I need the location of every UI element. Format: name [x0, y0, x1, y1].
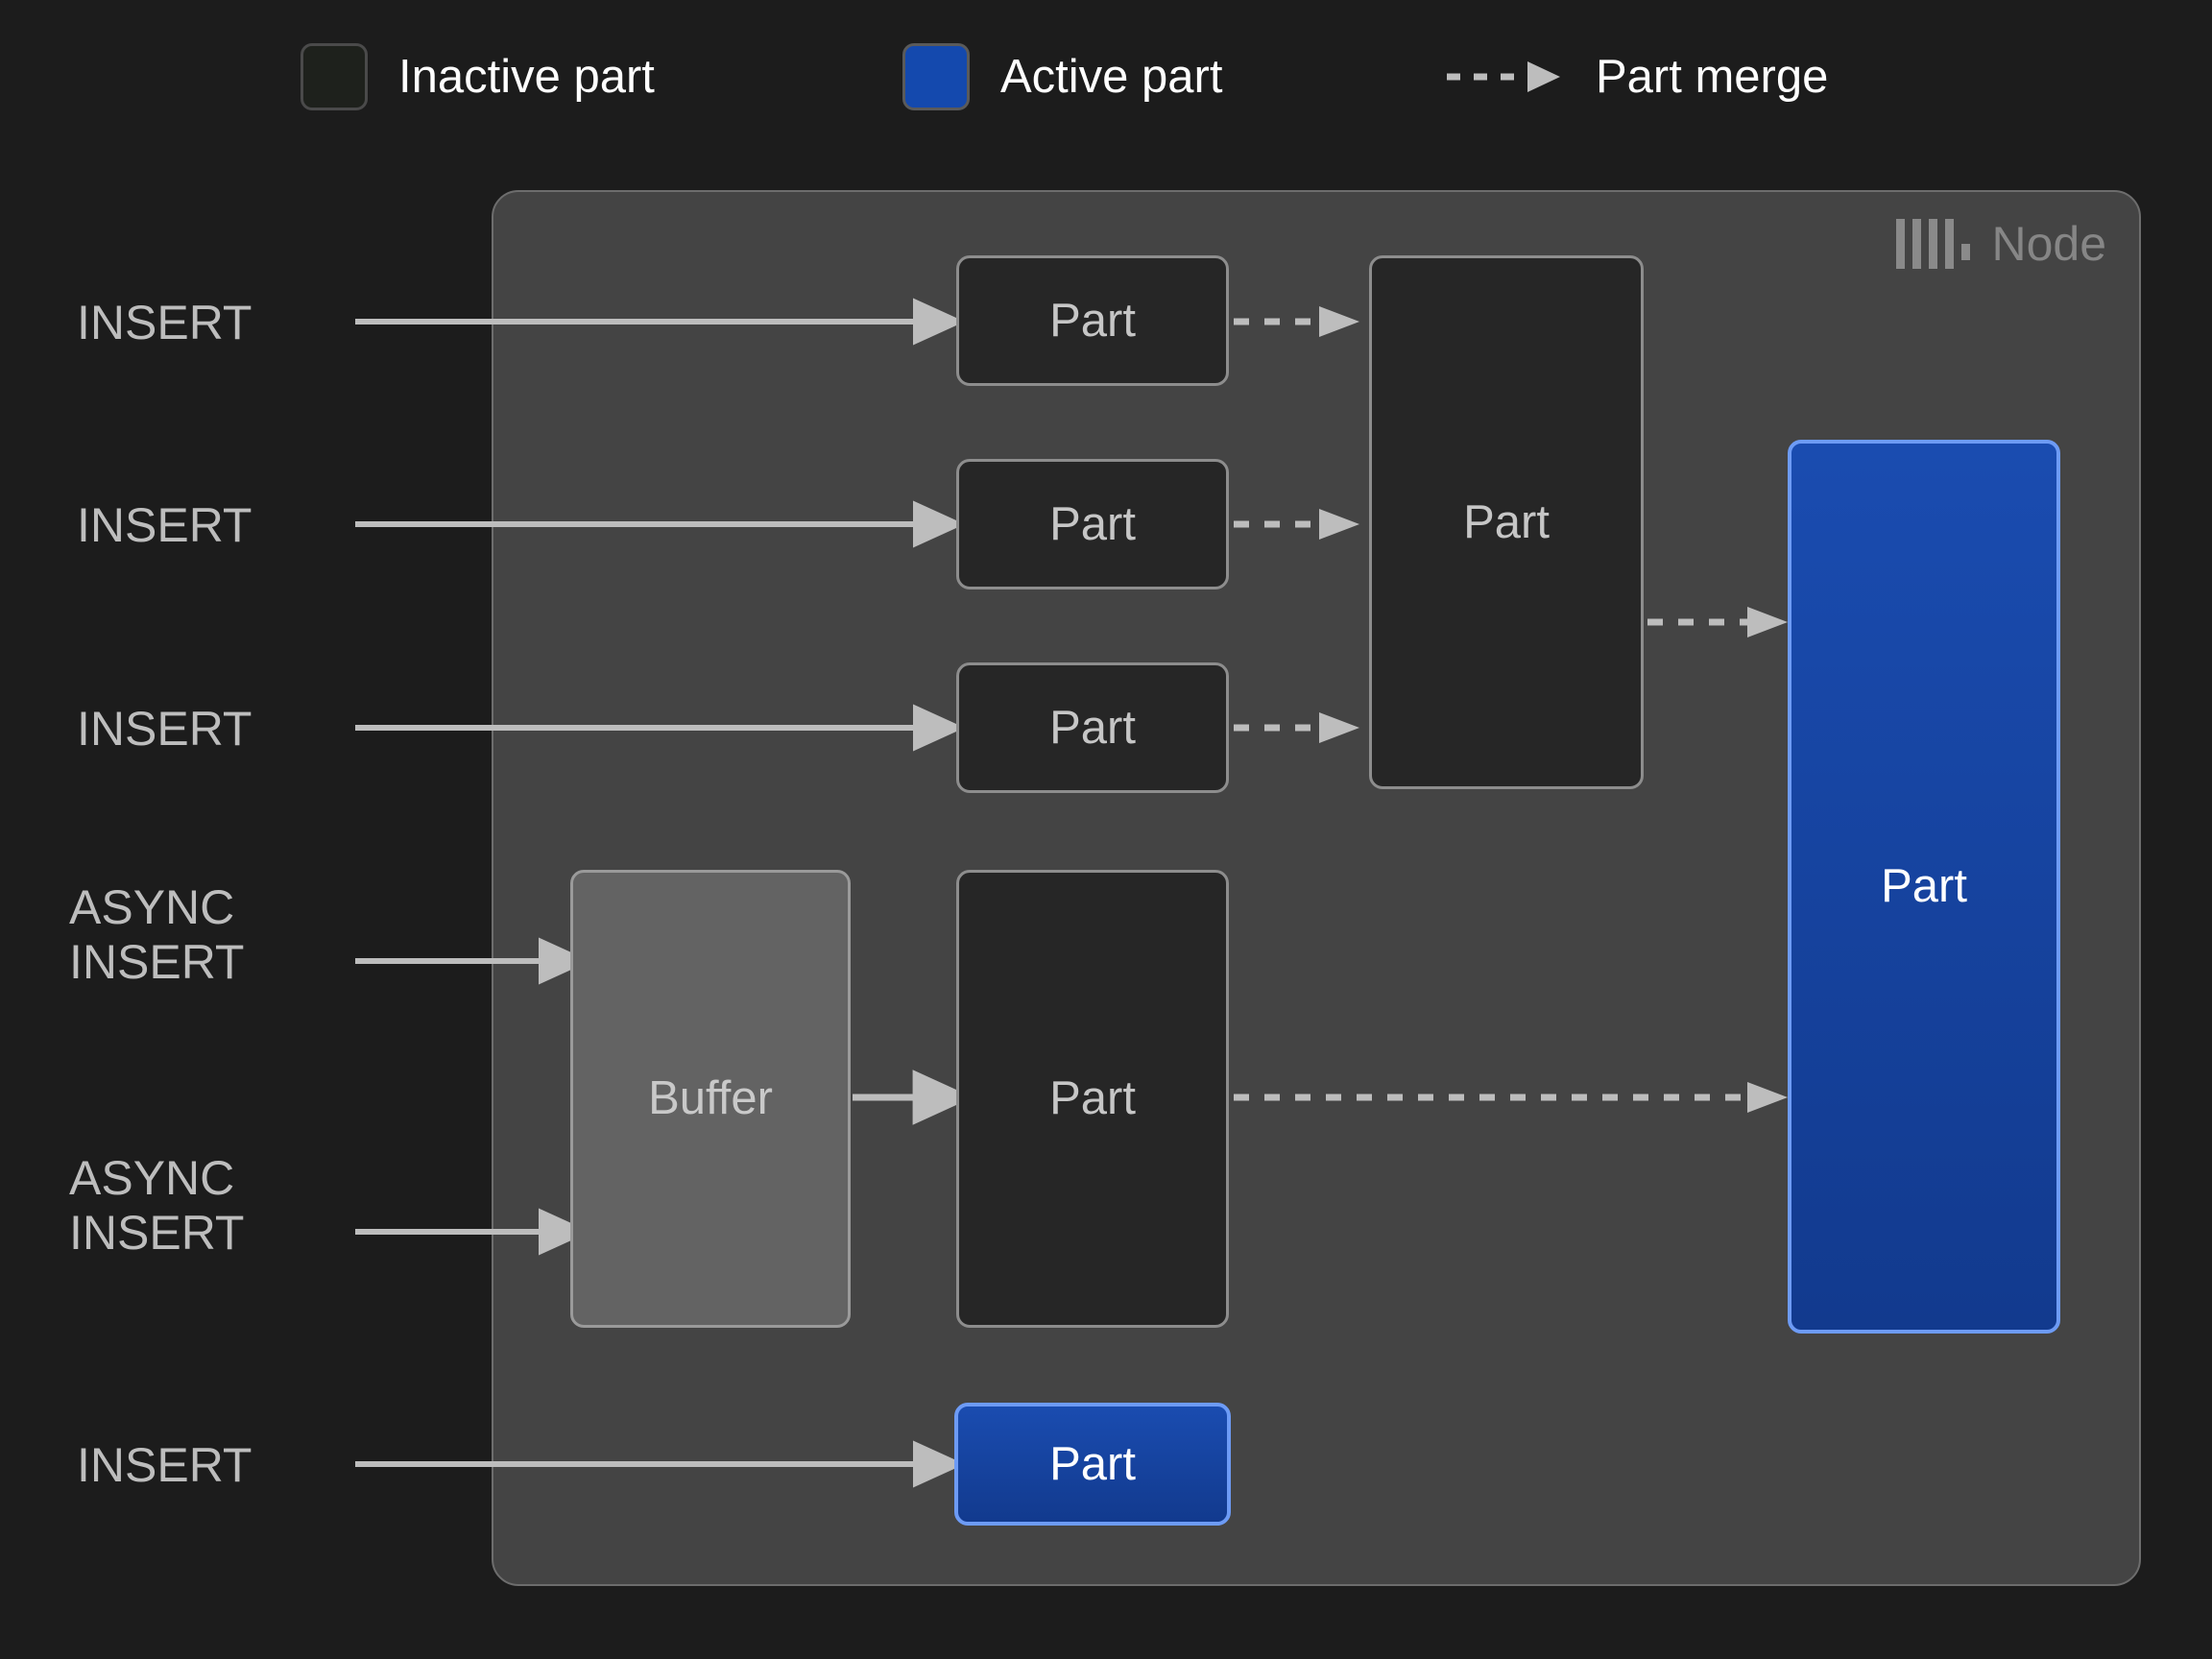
part-box-final-active-label: Part — [1881, 860, 1967, 912]
part-box-insert-active[interactable]: Part — [954, 1403, 1231, 1526]
part-box-buffered-label: Part — [1049, 1072, 1136, 1124]
legend-label-part-merge: Part merge — [1596, 50, 1829, 103]
dashed-arrow-icon — [1445, 58, 1565, 96]
legend-item-part-merge: Part merge — [1445, 38, 1828, 115]
source-label-insert-2: INSERT — [77, 498, 252, 552]
part-box-1[interactable]: Part — [956, 255, 1229, 386]
source-label-insert-3: INSERT — [77, 702, 252, 756]
legend-label-active-part: Active part — [1000, 50, 1223, 103]
inactive-part-swatch — [301, 43, 368, 110]
part-box-2[interactable]: Part — [956, 459, 1229, 589]
part-box-2-label: Part — [1049, 497, 1136, 550]
legend-item-active-part: Active part — [902, 38, 1222, 115]
source-label-insert-1: INSERT — [77, 296, 252, 349]
node-title-label: Node — [1991, 217, 2106, 271]
part-box-merged-label: Part — [1463, 495, 1550, 548]
source-label-insert-4: INSERT — [77, 1438, 252, 1492]
source-label-async-insert-1: ASYNC INSERT — [69, 880, 245, 989]
part-box-3[interactable]: Part — [956, 662, 1229, 793]
part-box-buffered[interactable]: Part — [956, 870, 1229, 1328]
part-box-3-label: Part — [1049, 701, 1136, 754]
legend-label-inactive-part: Inactive part — [398, 50, 655, 103]
buffer-box[interactable]: Buffer — [570, 870, 851, 1328]
part-box-merged[interactable]: Part — [1369, 255, 1644, 789]
clickhouse-logo-icon — [1896, 219, 1971, 269]
legend-item-inactive-part: Inactive part — [301, 38, 655, 115]
node-title: Node — [1896, 219, 2106, 269]
active-part-swatch — [902, 43, 970, 110]
source-label-async-insert-2: ASYNC INSERT — [69, 1151, 245, 1260]
buffer-box-label: Buffer — [648, 1072, 773, 1124]
part-box-1-label: Part — [1049, 294, 1136, 347]
legend: Inactive part Active part Part merge — [0, 0, 2212, 144]
part-box-insert-active-label: Part — [1049, 1437, 1136, 1490]
part-box-final-active[interactable]: Part — [1788, 440, 2060, 1334]
